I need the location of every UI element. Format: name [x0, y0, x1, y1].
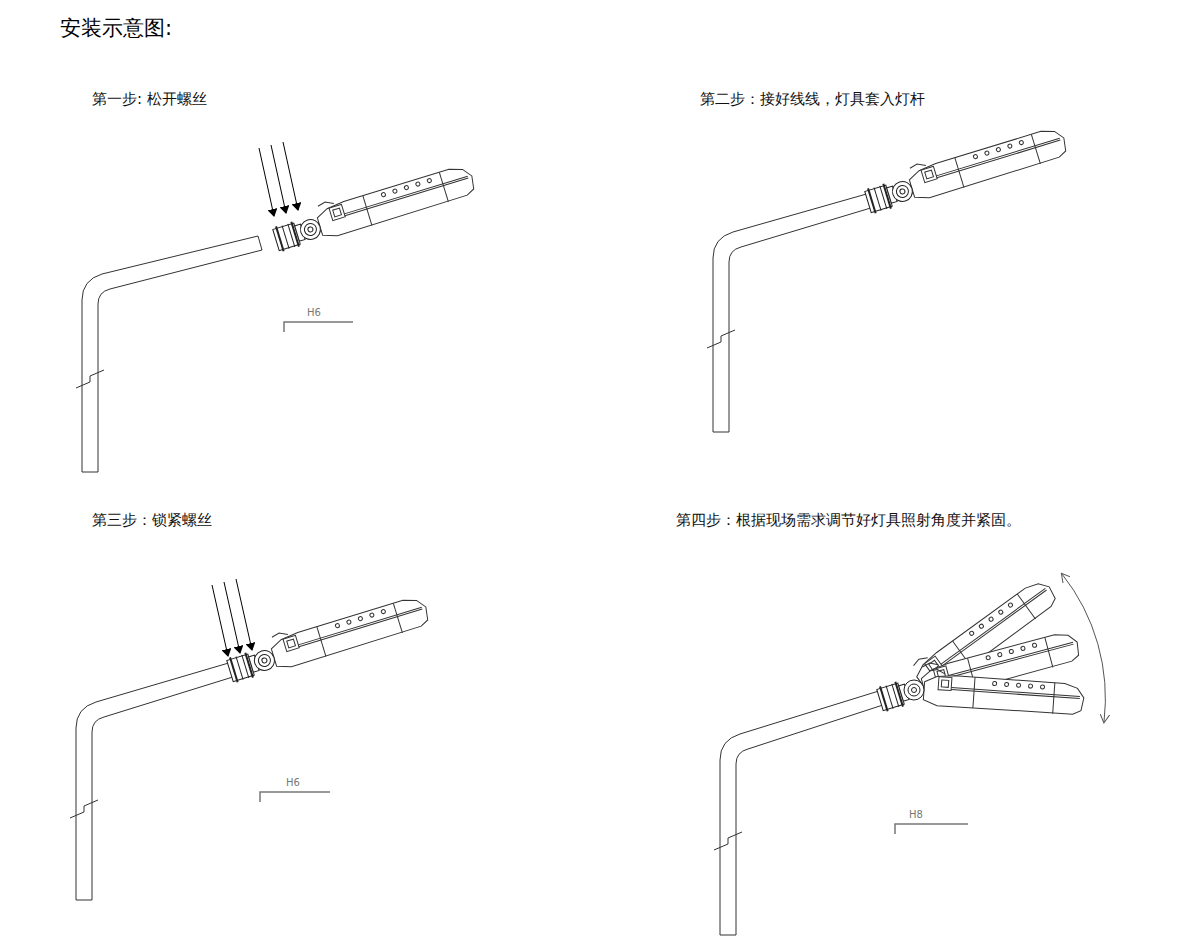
tool-label: H8 — [908, 809, 924, 821]
hex-key — [260, 322, 968, 834]
lamp-head — [224, 121, 1086, 716]
tool-label: H6 — [285, 777, 301, 789]
tool-label: H6 — [306, 307, 322, 319]
diagram-title: 安装示意图: — [60, 16, 172, 41]
step-label: 第二步：接好线线，灯具套入灯杆 — [700, 90, 925, 108]
step-label: 第四步：根据现场需求调节好灯具照射角度并紧固。 — [676, 511, 1021, 529]
lamp-pole — [70, 193, 886, 935]
step-label: 第一步: 松开螺丝 — [92, 90, 207, 108]
screw-arrow — [212, 142, 298, 656]
step-label: 第三步：锁紧螺丝 — [92, 511, 212, 529]
rotation-arrow — [1062, 574, 1105, 722]
